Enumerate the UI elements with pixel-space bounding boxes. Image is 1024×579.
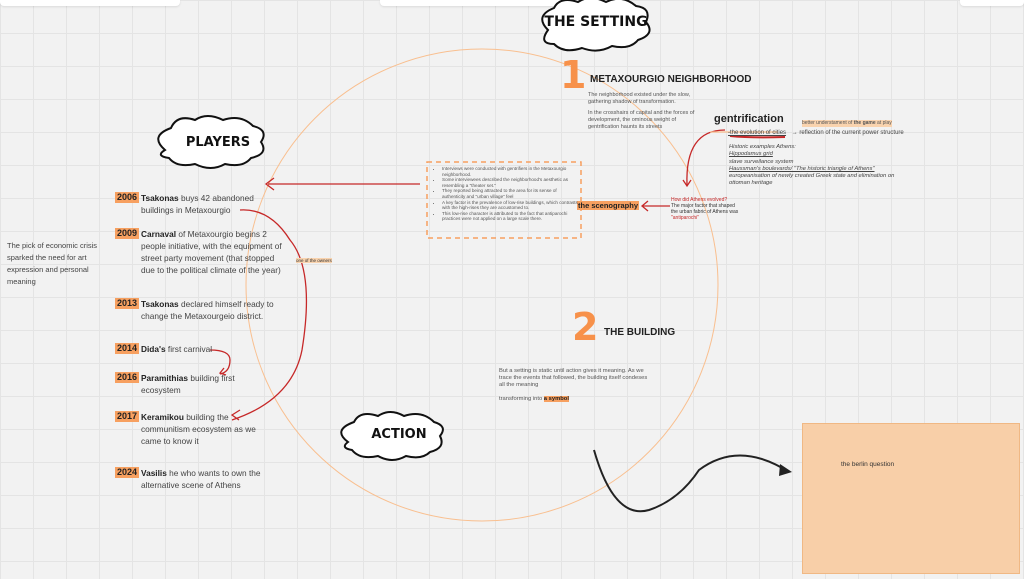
number-two: 2: [572, 305, 599, 349]
event-text: he who wants to own the alternative scen…: [141, 468, 261, 490]
athens-question: How did Athens evolved?: [671, 197, 728, 203]
note-post: at play: [875, 120, 892, 126]
neighborhood-para1: The neighborhood existed under the slow,…: [588, 92, 691, 105]
year-badge: 2014: [115, 343, 140, 354]
evolution-text: -the evolution of cities: [728, 130, 787, 136]
interviews-list: Interviews were conducted with gentrifie…: [434, 166, 578, 222]
hippodamus: Hippodamus grid: [729, 151, 773, 158]
player-name: Paramithias: [141, 373, 189, 383]
building-text: But a setting is static until action giv…: [499, 368, 648, 388]
transforming-line: transforming into a symbol: [499, 396, 569, 403]
major-factor: The major factor that shaped the urban f…: [671, 203, 739, 215]
note-pre: better understament of: [802, 120, 854, 126]
interview-point: They reported being attracted to the are…: [442, 188, 578, 199]
player-name: Tsakonas: [141, 299, 179, 309]
player-name: Dida's: [141, 344, 166, 354]
event-text: buys 42 abandoned buildings in Metaxourg…: [141, 193, 254, 215]
cloud-the-setting: THE SETTING: [544, 14, 648, 30]
event-text: declared himself ready to change the Met…: [141, 299, 274, 321]
event-text: of Metaxourgio begins 2 people initiativ…: [141, 229, 282, 275]
year-badge: 2013: [115, 298, 140, 309]
player-name: Vasilis: [141, 468, 167, 478]
neighborhood-title: METAXOURGIO NEIGHBORHOOD: [590, 74, 752, 85]
note-bold: the game: [853, 120, 876, 126]
transforming-text: transforming into: [499, 396, 544, 402]
player-name: Carnaval: [141, 229, 177, 239]
evolution-line: -the evolution of cities → reflection of…: [728, 129, 904, 137]
year-badge: 2006: [115, 192, 140, 203]
cloud-action: ACTION: [371, 427, 427, 442]
gentrification-heading: gentrification: [714, 113, 784, 125]
neighborhood-para2: In the crosshairs of capital and the for…: [588, 110, 695, 130]
haussman: Haussman's boulevards/ "The historic tri…: [729, 165, 875, 172]
event-text: building the communitism ecosystem as we…: [141, 412, 256, 446]
interview-point: Interviews were conducted with gentrifie…: [442, 166, 578, 177]
berlin-question-note[interactable]: the berlin question: [802, 423, 1020, 574]
historic-examples: Historic examples Athens: Hippodamus gri…: [729, 144, 909, 188]
event-text: first carnival: [165, 344, 213, 354]
player-name: Keramikou: [141, 412, 184, 422]
toolbar-center[interactable]: [380, 0, 610, 6]
interview-point: A key factor is the prevalence of low-ri…: [442, 200, 578, 211]
toolbar-right[interactable]: [960, 0, 1024, 6]
year-badge: 2024: [115, 467, 140, 478]
cloud-players: PLAYERS: [185, 135, 251, 150]
symbol-highlight: a symbol: [543, 396, 569, 402]
year-badge: 2017: [115, 411, 140, 422]
side-note: The pick of economic crisis sparked the …: [7, 241, 98, 286]
building-title: THE BUILDING: [604, 327, 676, 338]
number-one: 1: [560, 53, 587, 97]
player-name: Tsakonas: [141, 193, 179, 203]
slave-system: slave surveilance system: [729, 158, 794, 165]
interview-point: Some interviewees described the neighbor…: [442, 177, 578, 188]
better-understanding-note: better understament of the game at play: [802, 120, 892, 127]
historic-label: Historic examples Athens:: [729, 144, 796, 150]
year-badge: 2016: [115, 372, 140, 383]
owners-note: one of the owners: [296, 258, 332, 263]
event-text: building first ecosystem: [141, 373, 235, 395]
reflection-text: → reflection of the current power struct…: [791, 130, 904, 136]
europeanisation: europeanisation of newly created Greek s…: [729, 173, 895, 187]
interview-point: This low-rise character is attributed to…: [442, 211, 578, 222]
toolbar-left[interactable]: [0, 0, 180, 6]
antiparochi: "antiparochi": [671, 215, 700, 221]
athens-evolved: How did Athens evolved? The major factor…: [671, 197, 741, 221]
berlin-question-text: the berlin question: [841, 461, 895, 468]
year-badge: 2009: [115, 228, 140, 239]
scenography-label: the scenography: [577, 201, 640, 210]
